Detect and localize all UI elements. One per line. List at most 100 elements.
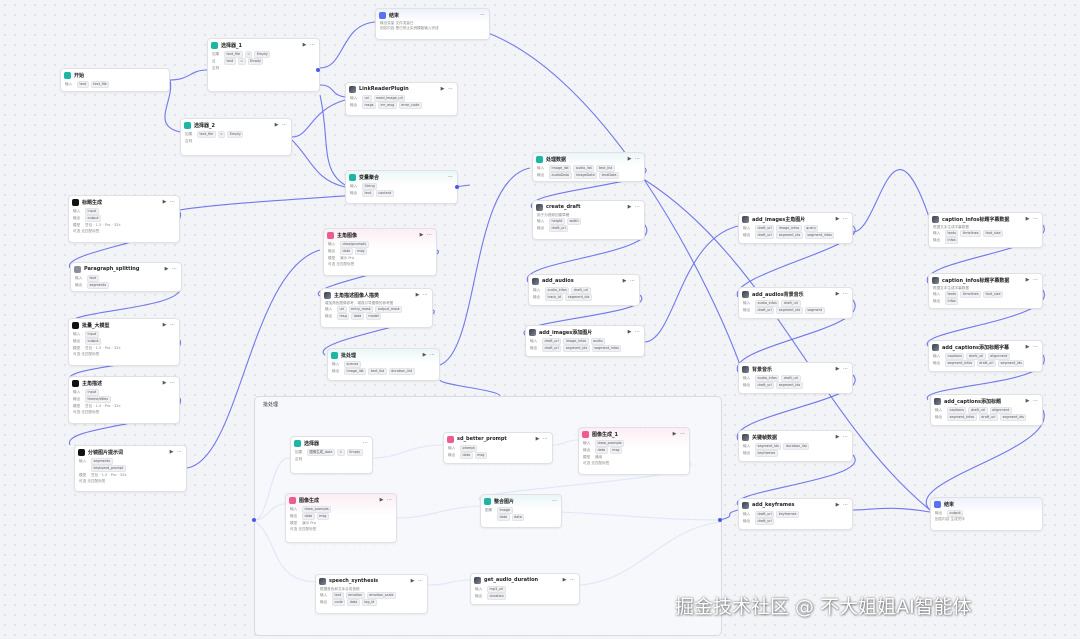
group-title: 批处理 [263,402,279,408]
run-button[interactable]: ▶ ⋯ [622,278,636,284]
image-gen-icon [327,231,334,239]
run-button[interactable]: ▶ ⋯ [1025,344,1039,350]
run-button[interactable]: ▶ ⋯ [535,436,549,442]
run-button[interactable]: ▶ ⋯ [169,449,183,455]
connection-handle[interactable] [718,518,722,522]
run-button[interactable]: ▶ ⋯ [162,199,176,205]
edge [169,69,208,81]
code-icon [74,265,81,273]
edge [719,509,739,521]
run-button[interactable]: ▶ ⋯ [627,329,641,335]
run-button[interactable]: ▶ ⋯ [835,434,849,440]
edge [291,99,346,138]
llm-icon [72,379,79,387]
run-button[interactable]: ▶ ⋯ [440,86,454,92]
more-icon[interactable]: ⋯ [480,12,486,18]
merge-icon [349,173,356,181]
plugin-icon [932,215,939,223]
image-gen-icon [582,430,589,438]
start-icon [64,71,71,79]
connection-handle[interactable] [316,68,320,72]
edge [319,84,346,98]
run-button[interactable]: ▶ ⋯ [302,42,316,48]
plugin-icon [742,215,749,223]
run-button[interactable]: ▶ ⋯ [164,266,178,272]
batch-icon [331,351,338,359]
plugin-icon [447,435,454,443]
run-button[interactable]: ▶ ⋯ [1025,277,1039,283]
run-button[interactable]: ▶ ⋯ [627,204,641,210]
run-button[interactable]: ▶ ⋯ [1025,398,1039,404]
connection-handle[interactable] [455,185,459,189]
run-button[interactable]: ▶ ⋯ [627,156,641,162]
run-button[interactable]: ▶ ⋯ [835,216,849,222]
node-group-selector[interactable]: 选择器⋯ 如果图像生成_data=Empty 否则 [290,436,373,474]
node-end-top[interactable]: 结束⋯ 输出变量 文件变量已回答内容 是已停止实例模板输入完成 [375,8,490,40]
run-button[interactable]: ▶ ⋯ [672,431,686,437]
run-button[interactable]: ▶ ⋯ [419,232,433,238]
watermark: 掘金技术社区 @ 不大姐姐AI智能体 [675,596,972,618]
plugin-icon [532,277,539,285]
more-icon[interactable]: ⋯ [552,498,558,504]
run-button[interactable]: ▶ ⋯ [415,292,429,298]
run-button[interactable]: ▶ ⋯ [835,366,849,372]
edge [852,169,931,233]
run-button[interactable]: ▶ ⋯ [162,380,176,386]
plugin-icon [349,85,356,93]
run-button[interactable]: ▶ ⋯ [835,502,849,508]
connection-handle[interactable] [252,518,256,522]
image-gen-icon [289,496,296,504]
run-button[interactable]: ▶ ⋯ [422,352,436,358]
node-title: 开始 [74,72,85,79]
run-button[interactable]: ▶ ⋯ [379,497,393,503]
end-icon [379,11,386,19]
run-button[interactable]: ▶ ⋯ [162,322,176,328]
plugin-icon [474,576,481,584]
more-icon[interactable]: ⋯ [448,174,454,180]
branch-icon [211,41,218,49]
run-button[interactable]: ▶ ⋯ [1025,216,1039,222]
end-icon [934,500,941,508]
run-button[interactable]: ▶ ⋯ [410,578,424,584]
merge-icon [484,497,491,505]
run-button[interactable]: ▶ ⋯ [274,122,288,128]
run-button[interactable]: ▶ ⋯ [835,291,849,297]
run-button[interactable]: ▶ ⋯ [562,577,576,583]
more-icon[interactable]: ⋯ [363,440,369,446]
edge [319,21,376,69]
